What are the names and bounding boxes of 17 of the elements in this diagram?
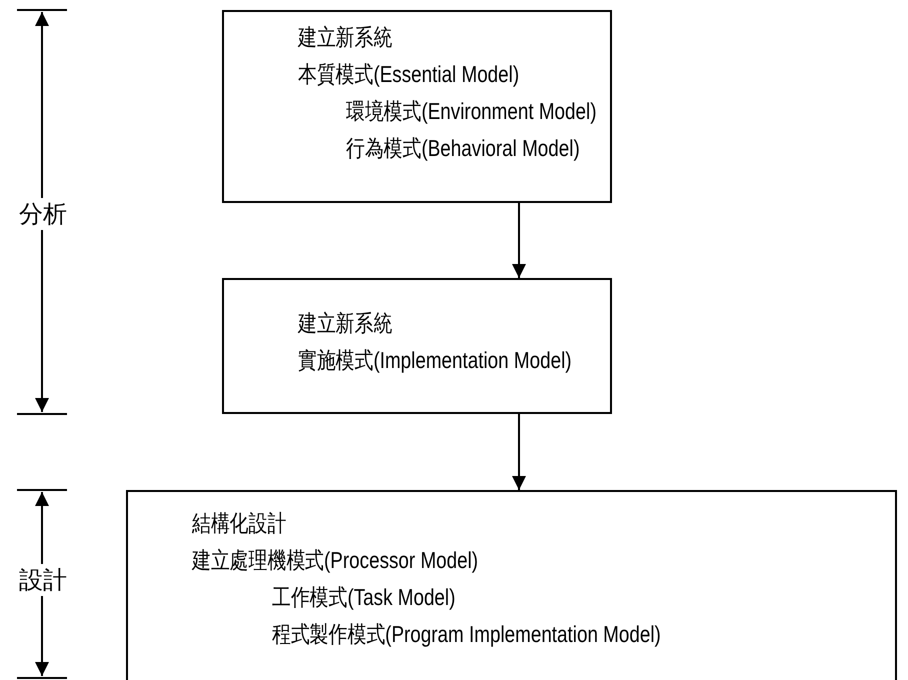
box-text: 環境模式(Environment Model) bbox=[346, 97, 596, 126]
process-box bbox=[222, 278, 612, 414]
process-box bbox=[126, 490, 897, 680]
box-text: 工作模式(Task Model) bbox=[272, 583, 456, 612]
phase-label: 分析 bbox=[19, 198, 67, 230]
box-text: 實施模式(Implementation Model) bbox=[298, 346, 572, 375]
process-box bbox=[222, 10, 612, 203]
phase-label: 設計 bbox=[19, 564, 67, 596]
arrow bbox=[512, 414, 526, 490]
arrow bbox=[512, 203, 526, 278]
box-heading: 建立新系統 bbox=[298, 309, 392, 338]
box-heading: 建立新系統 bbox=[298, 23, 392, 52]
box-text: 建立處理機模式(Processor Model) bbox=[192, 546, 478, 575]
box-text: 程式製作模式(Program Implementation Model) bbox=[272, 620, 661, 649]
box-text: 行為模式(Behavioral Model) bbox=[346, 134, 580, 163]
box-text: 本質模式(Essential Model) bbox=[298, 60, 520, 89]
box-heading: 結構化設計 bbox=[192, 509, 286, 538]
